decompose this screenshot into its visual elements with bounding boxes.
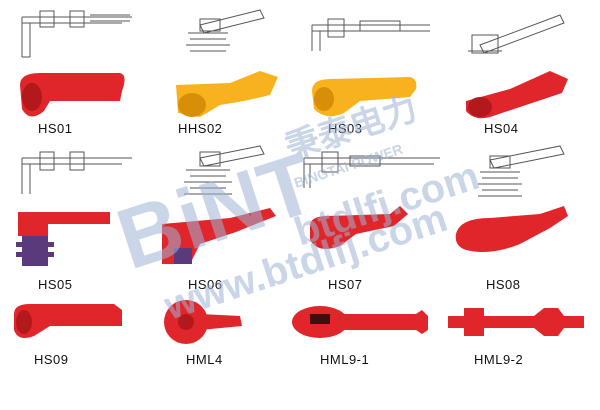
product-hml9-1 bbox=[290, 300, 440, 346]
hs05-sketch bbox=[21, 151, 132, 194]
hs03-sketch bbox=[311, 18, 430, 51]
product-label-hs04: HS04 bbox=[484, 121, 519, 136]
product-hml9-2 bbox=[444, 300, 594, 346]
product-hs04 bbox=[450, 5, 600, 125]
hs08-boot-image bbox=[455, 206, 568, 252]
hml9-1-boot-image bbox=[292, 306, 428, 338]
hhs02-boot-image bbox=[176, 71, 278, 117]
hs04-sketch bbox=[468, 14, 565, 54]
product-hs07 bbox=[300, 142, 450, 274]
product-label-hs06: HS06 bbox=[188, 277, 223, 292]
hs09-boot-image bbox=[14, 304, 122, 338]
product-hs06 bbox=[160, 142, 310, 274]
product-label-hhs02: HHS02 bbox=[178, 121, 223, 136]
product-hhs02 bbox=[160, 5, 310, 125]
hs08-sketch bbox=[478, 145, 565, 197]
hs01-sketch bbox=[21, 10, 132, 58]
product-label-hml9-1: HML9-1 bbox=[320, 352, 370, 367]
product-hml4 bbox=[160, 296, 310, 350]
hs06-boot-image bbox=[162, 208, 276, 264]
hml4-boot-image bbox=[164, 300, 242, 344]
product-hs05 bbox=[10, 142, 160, 272]
product-label-hs03: HS03 bbox=[328, 121, 363, 136]
hs04-boot-image bbox=[466, 71, 568, 119]
hs03-boot-image bbox=[312, 77, 417, 117]
hml9-2-boot-image bbox=[448, 308, 584, 336]
hhs02-sketch bbox=[186, 9, 265, 52]
product-label-hs08: HS08 bbox=[486, 277, 521, 292]
hs05-boot-image bbox=[16, 212, 110, 266]
product-label-hs07: HS07 bbox=[328, 277, 363, 292]
product-label-hs09: HS09 bbox=[34, 352, 69, 367]
product-hs01 bbox=[10, 5, 160, 125]
product-label-hs01: HS01 bbox=[38, 121, 73, 136]
product-label-hml4: HML4 bbox=[186, 352, 223, 367]
product-label-hml9-2: HML9-2 bbox=[474, 352, 524, 367]
product-label-hs05: HS05 bbox=[38, 277, 73, 292]
product-hs03 bbox=[300, 5, 450, 125]
hs01-boot-image bbox=[20, 73, 125, 117]
hs07-boot-image bbox=[310, 206, 408, 249]
hs07-sketch bbox=[303, 151, 440, 188]
product-hs08 bbox=[450, 142, 600, 274]
product-hs09 bbox=[10, 300, 160, 350]
hs06-sketch bbox=[184, 145, 265, 195]
